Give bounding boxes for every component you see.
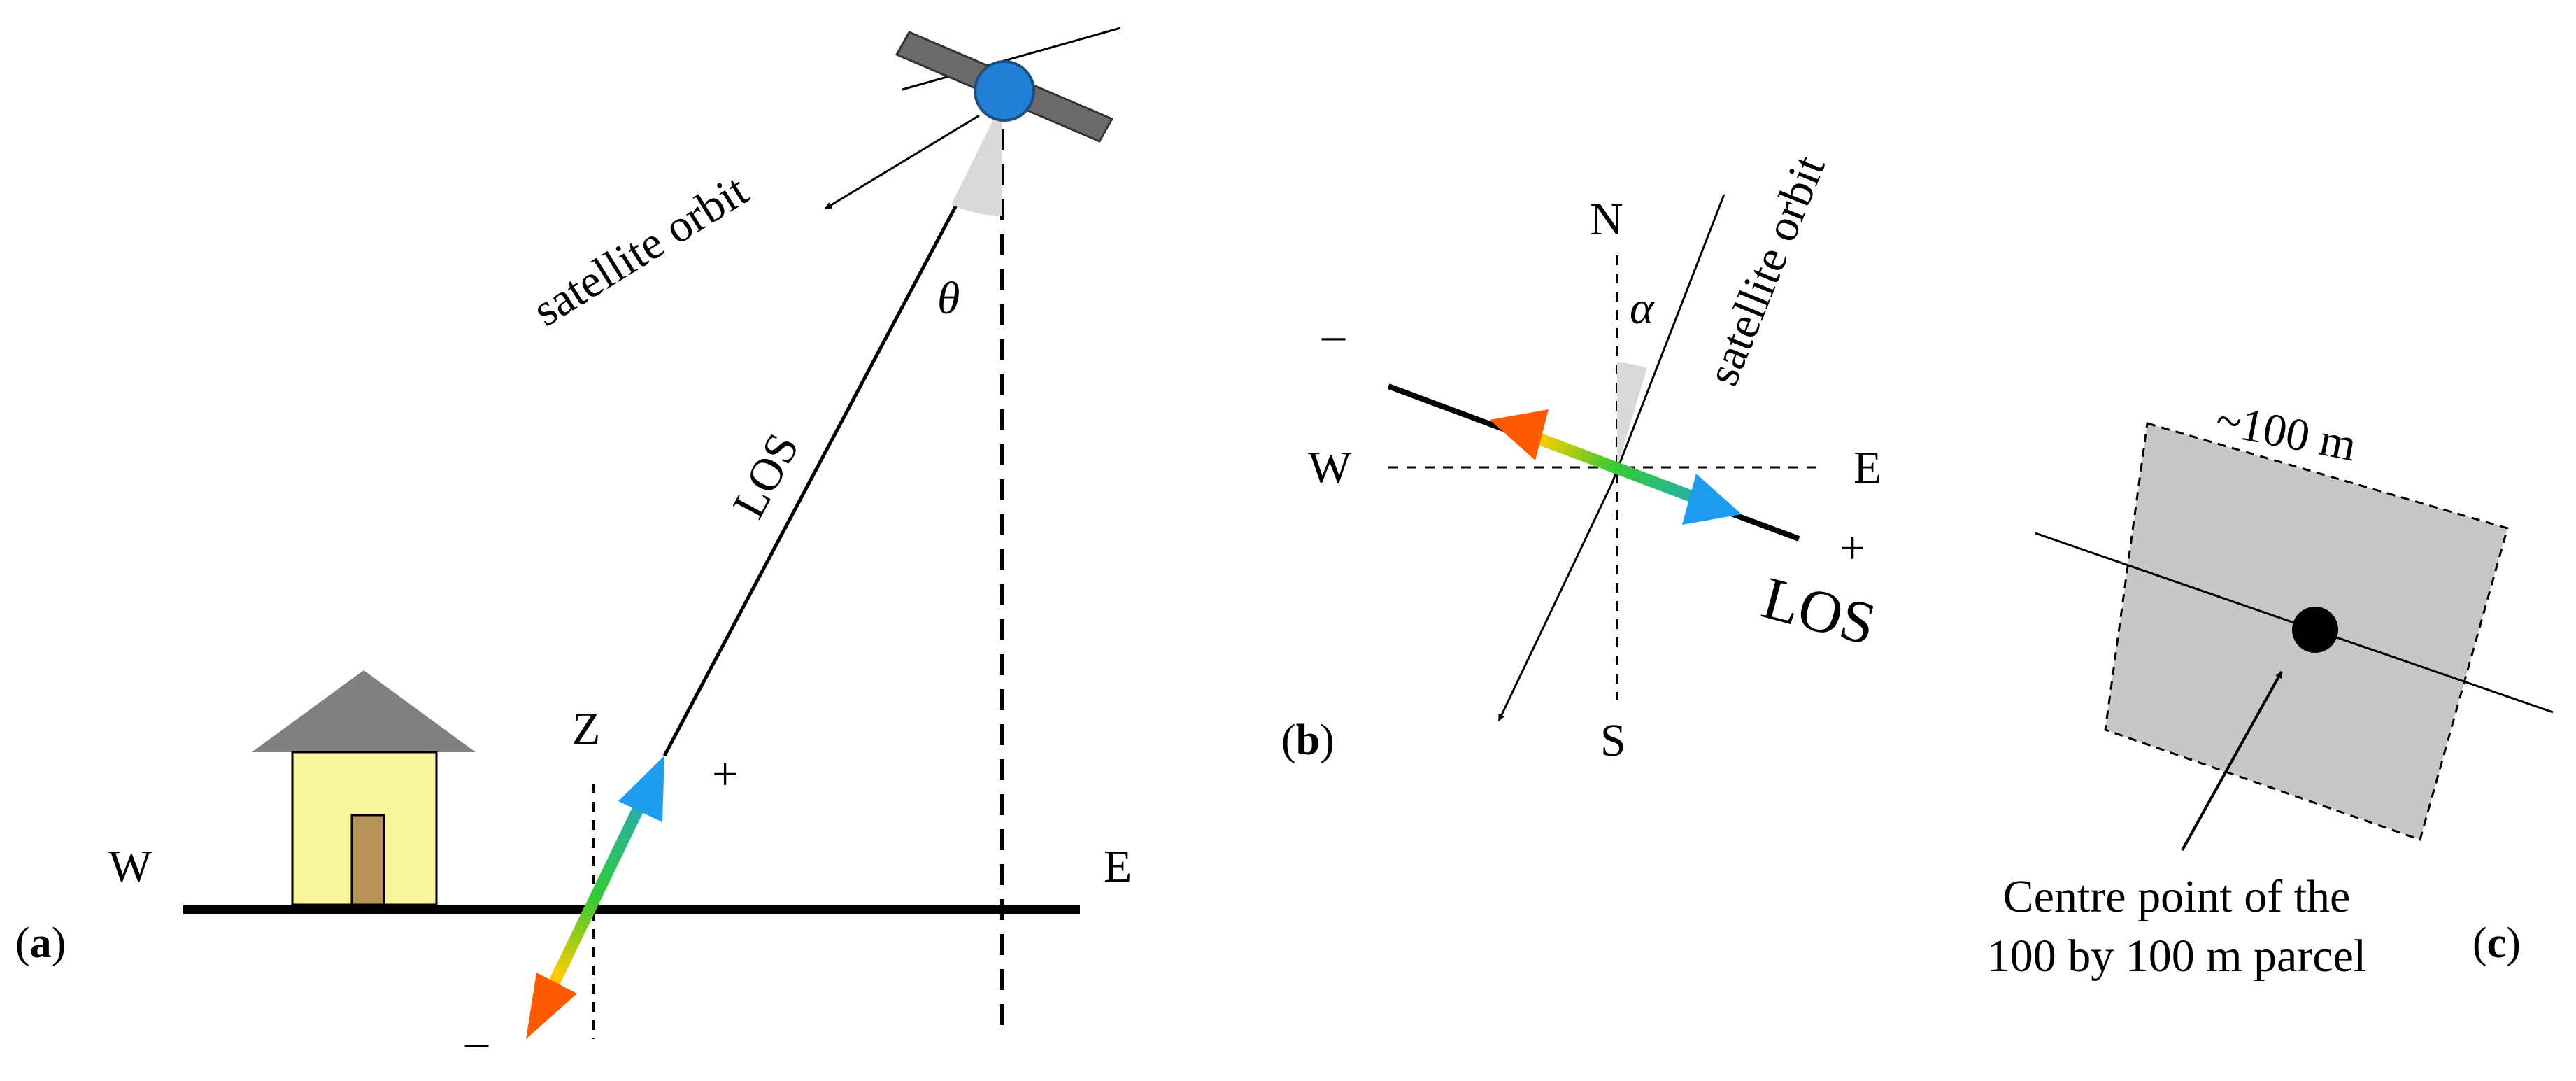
west-label-a: W: [108, 841, 152, 892]
satellite-icon: [895, 31, 1114, 143]
east-label-b: E: [1853, 442, 1881, 493]
los-label-a: LOS: [723, 425, 809, 526]
panel-label-b: (b): [1281, 716, 1335, 764]
south-label: S: [1600, 715, 1626, 766]
orbit-label-b: satellite orbit: [1697, 148, 1835, 393]
panel-b: N S W E α – + LOS satellite orbit (b): [1281, 148, 1883, 766]
orbit-direction-arrow: [825, 114, 980, 210]
panel-c: ~100 m Centre point of the 100 by 100 m …: [1987, 394, 2554, 982]
orbit-line-b: [1611, 194, 1725, 483]
ground-line: [183, 905, 1080, 914]
los-displacement-arrow: [526, 756, 664, 1039]
orbit-label-a: satellite orbit: [524, 164, 756, 336]
east-label-a: E: [1104, 841, 1132, 892]
caption-line-2: 100 by 100 m parcel: [1987, 931, 2367, 982]
west-label-b: W: [1308, 442, 1352, 493]
plus-label-b: +: [1840, 523, 1865, 574]
minus-label-a: –: [464, 1016, 489, 1067]
centre-point: [2292, 607, 2338, 653]
centre-pointer-arrow: [2181, 671, 2283, 851]
minus-label-b: –: [1321, 309, 1346, 360]
orbit-track-line: [902, 27, 1121, 91]
theta-label: θ: [937, 273, 960, 324]
panel-label-c: (c): [2472, 919, 2521, 967]
zenith-label: Z: [572, 703, 600, 754]
los-direction-arrow-b: [1490, 409, 1742, 525]
heading-angle-wedge: [1617, 362, 1647, 467]
orbit-direction-arrow-b: [1497, 482, 1614, 721]
los-line: [662, 130, 997, 757]
los-label-b: LOS: [1756, 564, 1883, 658]
house-icon: [252, 670, 476, 906]
incidence-angle-wedge: [951, 101, 1002, 216]
north-label: N: [1590, 194, 1623, 245]
alpha-label: α: [1630, 283, 1655, 334]
panel-label-a: (a): [15, 919, 66, 967]
panel-a: W E Z + – θ LOS satellite orbit (a): [15, 27, 1132, 1067]
caption-line-1: Centre point of the: [2003, 871, 2351, 922]
plus-label-a: +: [712, 749, 738, 800]
